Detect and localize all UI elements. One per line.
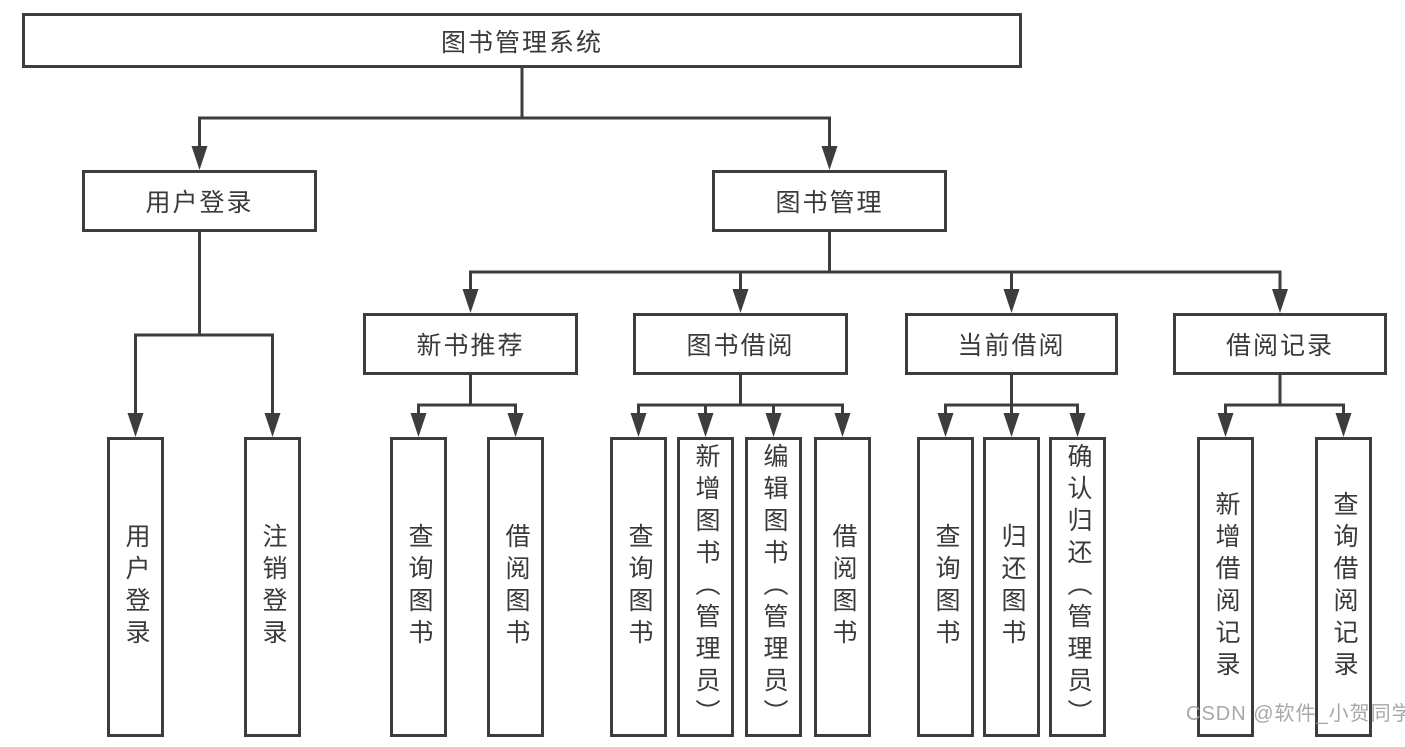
leaf-new-books-borrow: 借阅图书 <box>487 437 544 737</box>
connector-user-login-to-leaves <box>127 232 281 437</box>
arrowhead <box>1003 289 1020 313</box>
connector-current-borrow-to-leaves <box>937 375 1086 437</box>
arrowhead <box>1217 413 1234 437</box>
node-borrow-records: 借阅记录 <box>1173 313 1387 375</box>
leaf-user-login-label: 用户登录 <box>122 523 150 651</box>
leaf-borrow-book-label: 借阅图书 <box>829 523 857 651</box>
leaf-records-add: 新增借阅记录 <box>1197 437 1254 737</box>
leaf-current-query: 查询图书 <box>917 437 974 737</box>
node-book-borrow-label: 图书借阅 <box>686 332 795 360</box>
connector-root-to-level1 <box>191 68 838 170</box>
leaf-new-books-query-label: 查询图书 <box>405 523 433 651</box>
leaf-records-query-label: 查询借阅记录 <box>1330 491 1358 683</box>
node-book-borrow: 图书借阅 <box>633 313 848 375</box>
node-current-borrow: 当前借阅 <box>905 313 1118 375</box>
arrowhead <box>765 413 782 437</box>
leaf-current-confirm-admin: 确认归还（管理员） <box>1049 437 1106 737</box>
arrowhead <box>732 289 749 313</box>
node-user-login: 用户登录 <box>82 170 317 232</box>
arrowhead <box>127 413 144 437</box>
arrowhead <box>697 413 714 437</box>
arrowhead <box>821 146 838 170</box>
leaf-current-confirm-admin-label: 确认归还（管理员） <box>1064 443 1092 731</box>
arrowhead <box>1335 413 1352 437</box>
arrowhead <box>630 413 647 437</box>
connector-book-borrow-to-leaves <box>630 375 851 437</box>
arrowhead <box>264 413 281 437</box>
arrowhead <box>834 413 851 437</box>
leaf-borrow-edit-admin-label: 编辑图书（管理员） <box>760 443 788 731</box>
arrowhead <box>1069 413 1086 437</box>
leaf-borrow-add-admin-label: 新增图书（管理员） <box>692 443 720 731</box>
node-user-login-label: 用户登录 <box>145 189 254 217</box>
node-root: 图书管理系统 <box>22 13 1022 68</box>
node-current-borrow-label: 当前借阅 <box>957 332 1066 360</box>
arrowhead <box>410 413 427 437</box>
leaf-current-return: 归还图书 <box>983 437 1040 737</box>
node-book-mgmt-label: 图书管理 <box>775 189 884 217</box>
leaf-records-add-label: 新增借阅记录 <box>1212 491 1240 683</box>
node-new-books: 新书推荐 <box>363 313 578 375</box>
leaf-user-login: 用户登录 <box>107 437 164 737</box>
leaf-borrow-query-label: 查询图书 <box>625 523 653 651</box>
connector-new-books-to-leaves <box>410 375 524 437</box>
node-book-mgmt: 图书管理 <box>712 170 947 232</box>
leaf-borrow-book: 借阅图书 <box>814 437 871 737</box>
arrowhead <box>1272 289 1288 313</box>
arrowhead <box>507 413 524 437</box>
connector-book-mgmt-to-level2 <box>462 232 1288 313</box>
leaf-records-query: 查询借阅记录 <box>1315 437 1372 737</box>
arrowhead <box>462 289 479 313</box>
leaf-borrow-edit-admin: 编辑图书（管理员） <box>745 437 802 737</box>
arrowhead <box>1003 413 1020 437</box>
leaf-borrow-add-admin: 新增图书（管理员） <box>677 437 734 737</box>
leaf-logout: 注销登录 <box>244 437 301 737</box>
leaf-current-return-label: 归还图书 <box>998 523 1026 651</box>
node-root-label: 图书管理系统 <box>440 28 603 57</box>
leaf-new-books-borrow-label: 借阅图书 <box>502 523 530 651</box>
watermark: CSDN @软件_小贺同学 <box>1186 703 1405 725</box>
leaf-current-query-label: 查询图书 <box>932 523 960 651</box>
connector-borrow-records-to-leaves <box>1217 375 1352 437</box>
leaf-logout-label: 注销登录 <box>259 523 287 651</box>
node-new-books-label: 新书推荐 <box>416 332 525 360</box>
arrowhead <box>191 146 208 170</box>
arrowhead <box>937 413 954 437</box>
leaf-borrow-query: 查询图书 <box>610 437 667 737</box>
node-borrow-records-label: 借阅记录 <box>1225 332 1334 360</box>
leaf-new-books-query: 查询图书 <box>390 437 447 737</box>
